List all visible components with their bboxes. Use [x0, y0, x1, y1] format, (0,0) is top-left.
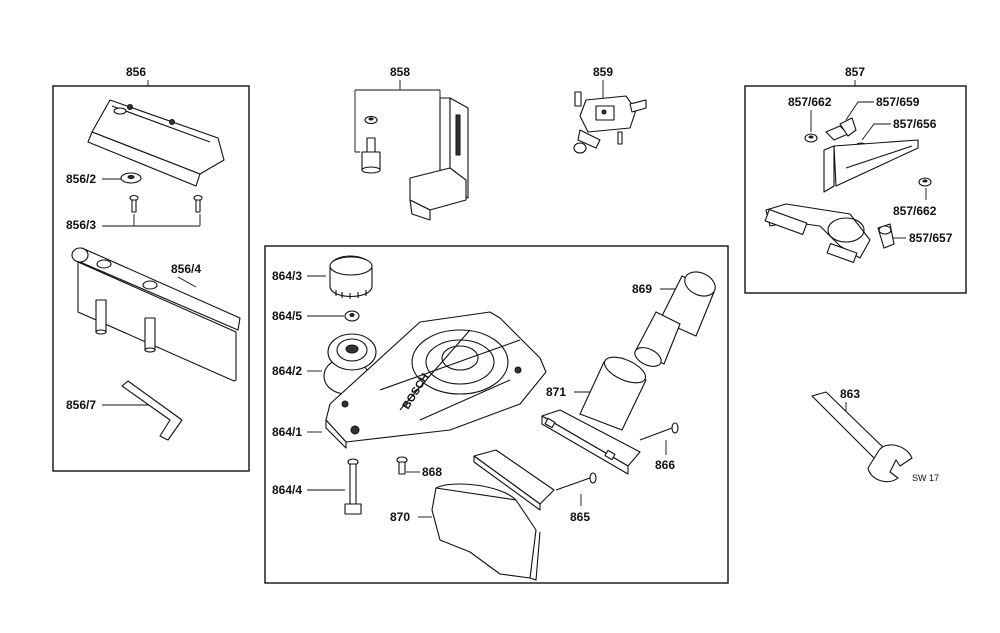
label-864-1: 864/1 — [272, 425, 302, 439]
group-857-label: 857 — [845, 65, 865, 79]
wrench-size-imprint: SW 17 — [912, 473, 939, 483]
group-863-label: 863 — [840, 387, 860, 401]
label-857-657: 857/657 — [909, 231, 953, 245]
label-871: 871 — [546, 385, 566, 399]
label-856-3: 856/3 — [66, 218, 96, 232]
label-864-5: 864/5 — [272, 309, 302, 323]
label-857-656: 857/656 — [893, 117, 937, 131]
group-864-frame — [264, 245, 729, 584]
label-869: 869 — [632, 282, 652, 296]
group-858-label: 858 — [390, 65, 410, 79]
screw-866 — [639, 422, 679, 441]
label-864-3: 864/3 — [272, 269, 302, 283]
bracket-858 — [409, 97, 469, 221]
label-856-4: 856/4 — [171, 262, 201, 276]
clamp-857-657 — [877, 223, 895, 249]
knob-screw-858 — [361, 137, 381, 174]
leader-856-4 — [177, 276, 197, 288]
knob-857-659 — [825, 117, 857, 141]
leader-857-656 — [861, 123, 891, 141]
label-868: 868 — [422, 465, 442, 479]
base-plate-864-1 — [325, 311, 547, 449]
leader-856-3 — [102, 214, 201, 227]
label-864-2: 864/2 — [272, 364, 302, 378]
guide-bar-856-4 — [71, 247, 241, 382]
washer-856-2 — [120, 172, 142, 184]
label-857-662-right: 857/662 — [893, 204, 937, 218]
adapter-859 — [573, 91, 647, 154]
knob-864-3 — [329, 255, 373, 299]
group-856-frame — [52, 85, 250, 472]
plate-856-1 — [87, 99, 225, 187]
screw-865 — [555, 472, 597, 491]
label-857-662-top: 857/662 — [788, 95, 832, 109]
extraction-pipe-869 — [634, 271, 716, 367]
wrench-863 — [811, 391, 913, 483]
label-857-659: 857/659 — [876, 95, 920, 109]
label-870: 870 — [390, 510, 410, 524]
extraction-adapter-871 — [541, 356, 647, 475]
screw-856-3-left — [129, 194, 139, 213]
leader-858 — [354, 80, 441, 153]
group-859-label: 859 — [593, 65, 613, 79]
washer-857-662-top — [804, 133, 818, 143]
parallel-guide-857 — [764, 139, 919, 264]
group-857-frame — [744, 85, 967, 294]
screw-868 — [396, 456, 408, 475]
label-866: 866 — [655, 458, 675, 472]
extraction-hood-870 — [431, 449, 555, 581]
leader-857-659 — [845, 101, 874, 121]
label-856-7: 856/7 — [66, 398, 96, 412]
washer-864-5 — [344, 310, 360, 322]
label-856-2: 856/2 — [66, 172, 96, 186]
label-865: 865 — [570, 510, 590, 524]
label-864-4: 864/4 — [272, 483, 302, 497]
hex-key-856-7 — [121, 380, 183, 441]
nut-858 — [364, 115, 378, 125]
bolt-864-4 — [344, 458, 362, 515]
group-856-label: 856 — [126, 65, 146, 79]
washer-857-662-right — [918, 177, 932, 187]
screw-856-3-right — [193, 194, 203, 213]
